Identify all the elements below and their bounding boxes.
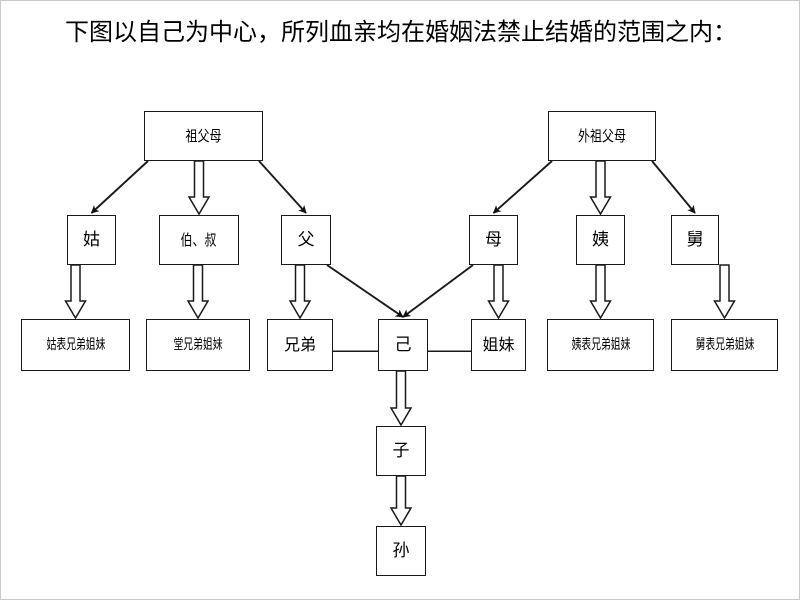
block-arrow-zufumu-to-boshu	[187, 160, 211, 216]
node-waizufumu: 外祖父母	[548, 111, 656, 161]
block-arrow-gu-to-gubiao	[64, 264, 87, 320]
block-arrow-yi-to-yibiao	[589, 264, 612, 320]
node-jiubiao: 舅表兄弟姐妹	[671, 319, 778, 371]
thin-arrow-zufumu-to-fu	[258, 160, 307, 214]
block-arrow-waizufumu-to-yi	[589, 160, 612, 216]
node-label: 姑	[83, 229, 100, 250]
node-label: 姑表兄弟姐妹	[46, 337, 105, 353]
block-arrow-boshu-to-tang	[186, 264, 210, 320]
thin-arrow-mu-to-ji	[402, 264, 474, 318]
node-label: 己	[394, 334, 412, 355]
thin-arrow-zufumu-to-gu	[90, 160, 149, 214]
node-yibiao: 姨表兄弟姐妹	[547, 319, 654, 371]
block-arrow-zi-to-sun	[389, 475, 413, 527]
node-fu: 父	[281, 215, 331, 265]
node-mu: 母	[469, 215, 518, 265]
block-arrow-jiu-to-jiubiao	[713, 264, 736, 320]
node-jiemei: 姐妹	[471, 319, 526, 371]
node-zi: 子	[376, 426, 426, 476]
node-label: 姐妹	[482, 335, 515, 354]
node-label: 父	[297, 229, 315, 250]
node-label: 兄弟	[283, 335, 316, 354]
block-arrow-ji-to-zi	[389, 370, 413, 427]
node-yi: 姨	[576, 215, 625, 265]
node-label: 姨	[592, 229, 609, 250]
thin-arrow-waizufumu-to-mu	[492, 160, 553, 214]
node-label: 姨表兄弟姐妹	[571, 337, 630, 353]
node-tang: 堂兄弟姐妹	[146, 319, 250, 371]
node-label: 舅	[686, 229, 704, 250]
node-boshu: 伯、叔	[159, 215, 239, 265]
node-ji: 己	[378, 319, 428, 371]
node-xiongdi: 兄弟	[267, 319, 333, 371]
node-gubiao: 姑表兄弟姐妹	[21, 319, 130, 371]
node-label: 舅表兄弟姐妹	[695, 337, 754, 353]
thin-arrow-fu-to-ji	[326, 264, 404, 318]
block-arrow-mu-to-jiemei	[487, 264, 510, 320]
page-title: 下图以自己为中心，所列血亲均在婚姻法禁止结婚的范围之内：	[65, 18, 737, 46]
block-arrow-fu-to-xiongdi	[288, 264, 312, 320]
node-label: 祖父母	[185, 126, 222, 145]
node-label: 孙	[392, 540, 410, 561]
node-label: 子	[392, 440, 410, 461]
node-label: 母	[485, 229, 502, 250]
node-label: 外祖父母	[577, 126, 626, 145]
node-label: 伯、叔	[180, 230, 217, 249]
node-label: 堂兄弟姐妹	[173, 337, 223, 353]
node-gu: 姑	[67, 215, 116, 265]
node-jiu: 舅	[671, 215, 719, 265]
thin-arrow-waizufumu-to-jiu	[651, 160, 696, 214]
node-zufumu: 祖父母	[144, 111, 263, 161]
node-sun: 孙	[376, 526, 426, 576]
